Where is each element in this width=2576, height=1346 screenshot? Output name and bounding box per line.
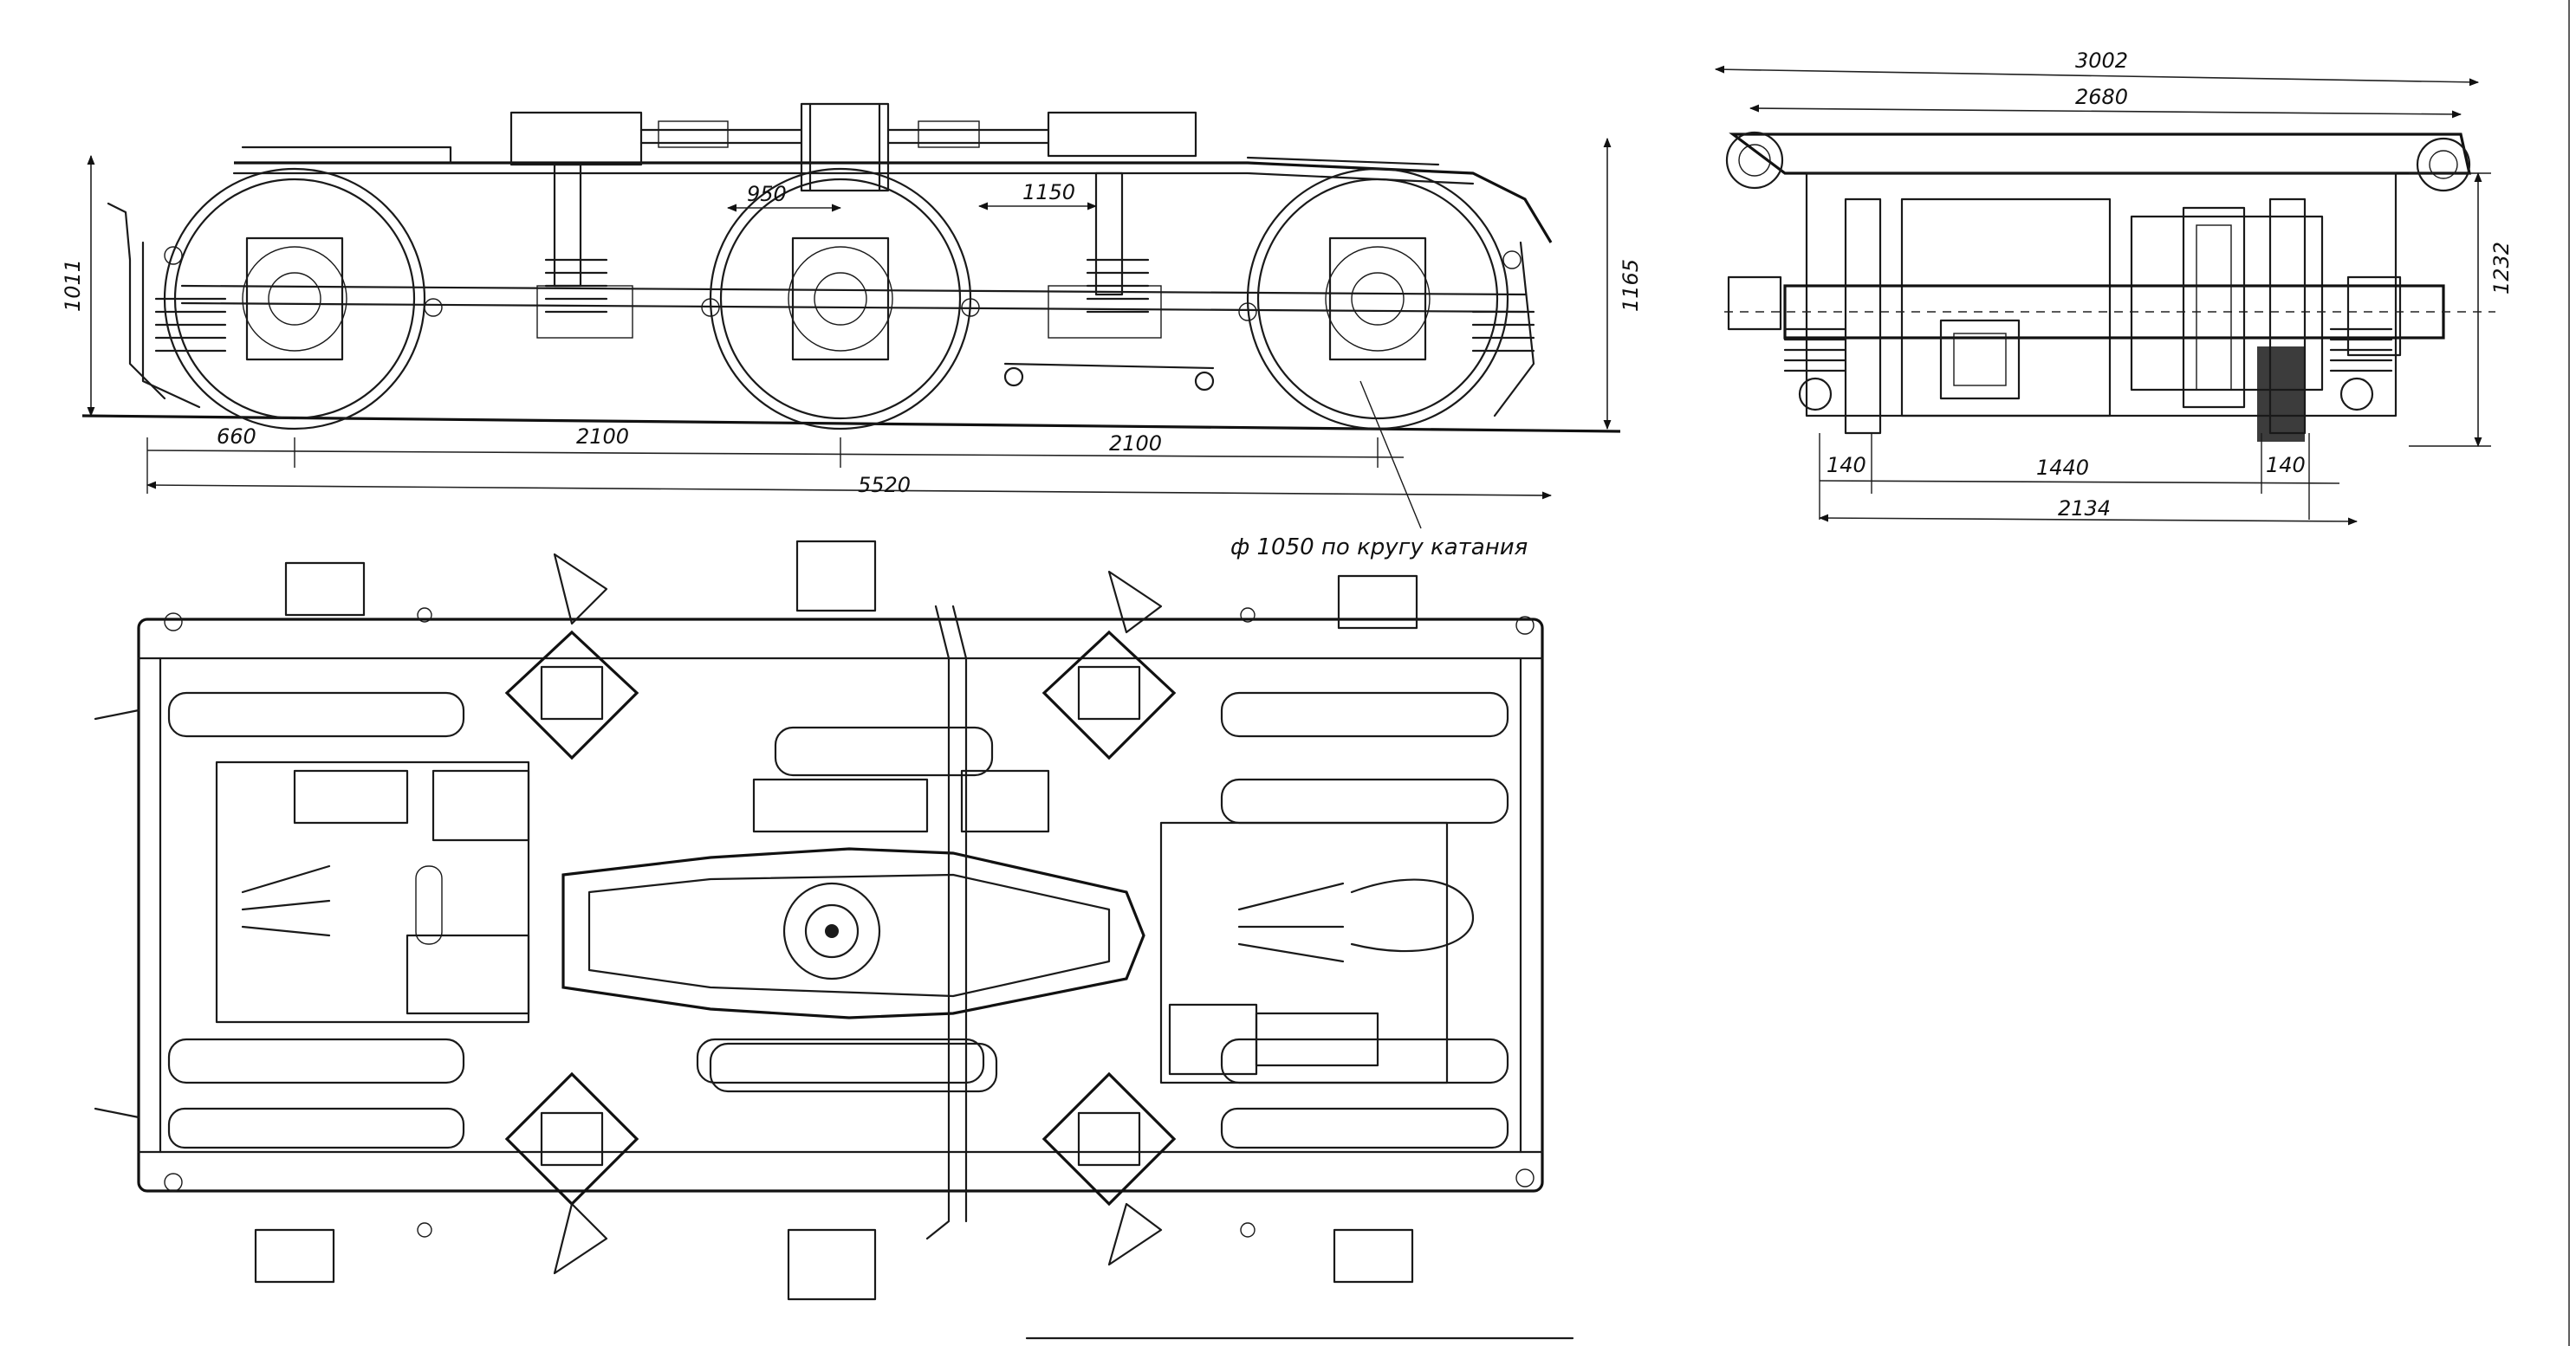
dim-1232: 1232 <box>2489 242 2514 294</box>
end-view: 3002 2680 1232 140 1440 140 2134 <box>1714 49 2514 526</box>
dim-1150: 1150 <box>1022 180 1075 204</box>
side-springs <box>154 258 1535 353</box>
dim-1440: 1440 <box>2036 456 2089 480</box>
dim-5520: 5520 <box>858 473 911 497</box>
dim-140-left: 140 <box>1827 453 1866 477</box>
plan-view <box>94 540 1544 1301</box>
dim-140-right: 140 <box>2266 453 2306 477</box>
dim-2100-left: 2100 <box>576 424 629 449</box>
dim-2100-right: 2100 <box>1109 431 1162 456</box>
plan-wheelset-top <box>167 691 1509 777</box>
side-wheel-3 <box>1246 167 1509 430</box>
wheel-diameter-note: ф 1050 по кругу катания <box>1230 534 1528 560</box>
dim-660: 660 <box>217 424 256 449</box>
dim-3002: 3002 <box>2075 49 2128 73</box>
plan-central-bolster <box>561 847 1145 1019</box>
side-elevation-view: 1011 1165 660 2100 2100 5520 950 1150 ф … <box>61 102 1643 560</box>
dim-1165: 1165 <box>1619 259 1643 312</box>
plan-axlebox-1 <box>504 630 639 760</box>
dim-950: 950 <box>747 182 787 206</box>
dim-2134: 2134 <box>2058 496 2111 521</box>
plan-axlebox-3 <box>504 1071 639 1207</box>
dim-2680: 2680 <box>2075 85 2128 109</box>
plan-axlebox-2 <box>1041 630 1177 760</box>
plan-axlebox-4 <box>1041 1071 1177 1207</box>
dim-1011: 1011 <box>61 259 85 312</box>
